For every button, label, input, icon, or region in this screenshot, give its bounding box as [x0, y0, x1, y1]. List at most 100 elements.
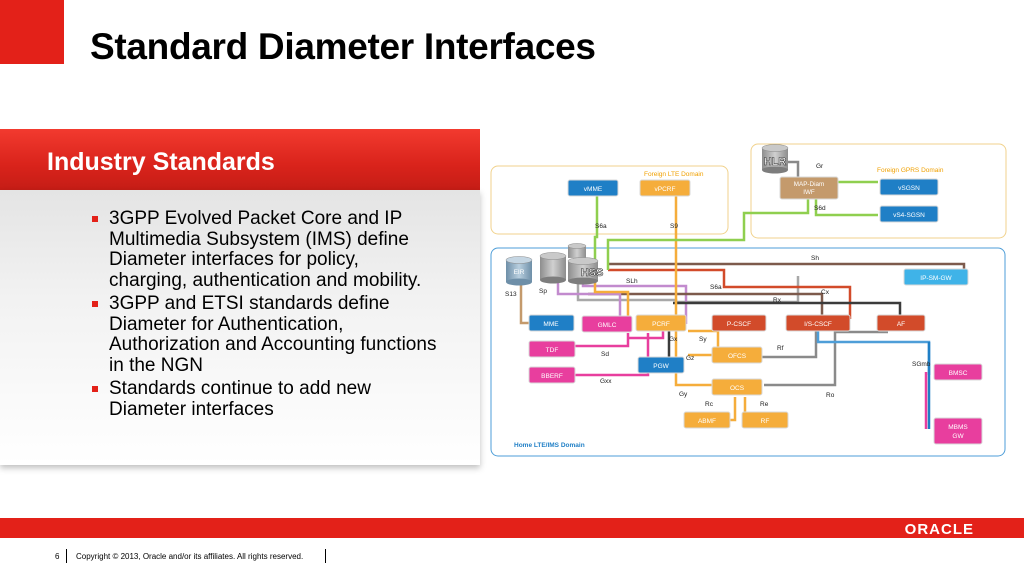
- abmf-label: ABMF: [698, 418, 716, 425]
- interface-label-gr: Gr: [816, 163, 824, 170]
- s6d-vs4-line: [814, 199, 878, 217]
- home-domain-label: Home LTE/IMS Domain: [514, 442, 585, 449]
- bmsc-label: BMSC: [949, 370, 968, 377]
- foreign-gprs-label: Foreign GPRS Domain: [877, 167, 944, 174]
- footer-divider: [66, 549, 67, 563]
- p-cscf-label: P-CSCF: [727, 321, 751, 328]
- pcrf-node: [635, 314, 687, 332]
- vpcrf-node: [639, 179, 691, 197]
- vmme-node: [567, 179, 619, 197]
- bberf-label: BBERF: [541, 373, 563, 380]
- hss-label: HSS: [581, 267, 604, 279]
- bmsc-node: [933, 363, 983, 381]
- interface-label-sy: Sy: [699, 336, 707, 343]
- interface-label-s13: S13: [505, 291, 517, 298]
- rf-node: [741, 411, 789, 429]
- section-title: Industry Standards: [47, 148, 275, 176]
- rx-bus-line: [673, 301, 902, 316]
- vmme-label: vMME: [584, 186, 603, 193]
- ocs-label: OCS: [730, 385, 745, 392]
- gy-line: [674, 324, 721, 387]
- interface-label-s9: S9: [670, 223, 678, 230]
- interface-label-re: Re: [760, 401, 769, 408]
- rf-line: [751, 331, 818, 359]
- footer-bar: [0, 518, 1024, 538]
- interface-label-s6a: S6a: [710, 284, 722, 291]
- interface-label-rx: Rx: [773, 297, 782, 304]
- interface-label-slh: SLh: [626, 278, 638, 285]
- page-title: Standard Diameter Interfaces: [90, 26, 596, 67]
- mbms-gw-node: [933, 417, 983, 445]
- pgw-label: PGW: [653, 363, 669, 370]
- vsgsn-label: vSGSN: [898, 185, 920, 192]
- interface-label-sd: Sd: [601, 351, 609, 358]
- gmlc-node: [581, 315, 633, 333]
- hss-database: HSS: [539, 243, 604, 285]
- ip-sm-gw-node: [903, 268, 969, 286]
- vsgsn-node: [879, 178, 939, 196]
- abmf-node: [683, 411, 731, 429]
- iwf-label: IWF: [803, 189, 815, 196]
- interface-label-gx: Gx: [669, 336, 678, 343]
- interface-label-gxx: Gxx: [600, 378, 612, 385]
- rx-line: [608, 268, 852, 319]
- foreign-lte-label: Foreign LTE Domain: [644, 171, 704, 178]
- tdf-node: [528, 340, 576, 358]
- ofcs-label: OFCS: [728, 353, 747, 360]
- rf-label: RF: [761, 418, 770, 425]
- mbms-label: MBMS: [948, 424, 968, 431]
- interface-label-gz: Gz: [686, 355, 694, 362]
- interface-label-gy: Gy: [679, 391, 688, 398]
- vs4-sgsn-node: [879, 205, 939, 223]
- vpcrf-label: vPCRF: [655, 186, 676, 193]
- brand-red-square: [0, 0, 64, 64]
- bullet-item: Standards continue to add new Diameter i…: [92, 378, 442, 420]
- oracle-logo: ORACLE: [904, 521, 974, 538]
- map-diam-label: MAP-Diam: [794, 181, 824, 188]
- interface-label-sh: Sh: [811, 255, 819, 262]
- bullet-panel: [0, 190, 480, 465]
- interface-label-rf: Rf: [777, 345, 784, 352]
- diameter-interface-diagram: Foreign LTE Domain Foreign GPRS Domain H…: [490, 143, 1007, 457]
- hlr-database: HLR: [761, 144, 789, 174]
- vs4-sgsn-label: vS4-SGSN: [893, 212, 925, 219]
- af-node: [876, 314, 926, 332]
- p-cscf-node: [711, 314, 767, 332]
- ofcs-node: [711, 346, 763, 364]
- ocs-node: [711, 378, 763, 396]
- mme-label: MME: [543, 321, 559, 328]
- interface-label-s6d: S6d: [814, 205, 826, 212]
- bullet-list: 3GPP Evolved Packet Core and IP Multimed…: [92, 208, 442, 423]
- s6a-home-line: [593, 281, 630, 321]
- sp-line: [556, 274, 622, 324]
- bullet-item: 3GPP Evolved Packet Core and IP Multimed…: [92, 208, 442, 291]
- pgw-node: [637, 356, 685, 374]
- i-s-cscf-label: I/S-CSCF: [804, 321, 832, 328]
- footer-divider: [325, 549, 326, 563]
- eir-label: EIR: [514, 269, 525, 276]
- page-number: 6: [55, 552, 60, 561]
- s6d-line: [606, 199, 810, 270]
- interface-label-ro: Ro: [826, 392, 835, 399]
- ro-line: [764, 330, 888, 387]
- gw-label: GW: [952, 433, 964, 440]
- hlr-label: HLR: [764, 156, 787, 168]
- mme-node: [528, 314, 575, 332]
- pcrf-label: PCRF: [652, 321, 670, 328]
- copyright-text: Copyright © 2013, Oracle and/or its affi…: [76, 552, 304, 561]
- interface-label-s6a-foreign: S6a: [595, 223, 607, 230]
- gmlc-label: GMLC: [598, 322, 617, 329]
- af-label: AF: [897, 321, 905, 328]
- bullet-item: 3GPP and ETSI standards define Diameter …: [92, 293, 442, 376]
- cx-line: [588, 292, 824, 319]
- tdf-label: TDF: [546, 347, 559, 354]
- section-band: [0, 129, 480, 190]
- gxx-line: [563, 333, 650, 377]
- interface-label-rc: Rc: [705, 401, 714, 408]
- ip-sm-gw-label: IP-SM-GW: [920, 275, 952, 282]
- eir-database: EIR: [505, 256, 533, 286]
- interface-label-sp: Sp: [539, 288, 547, 295]
- map-diam-iwf-node: [779, 176, 839, 200]
- i-s-cscf-node: [785, 314, 851, 332]
- interface-label-cx: Cx: [821, 289, 830, 296]
